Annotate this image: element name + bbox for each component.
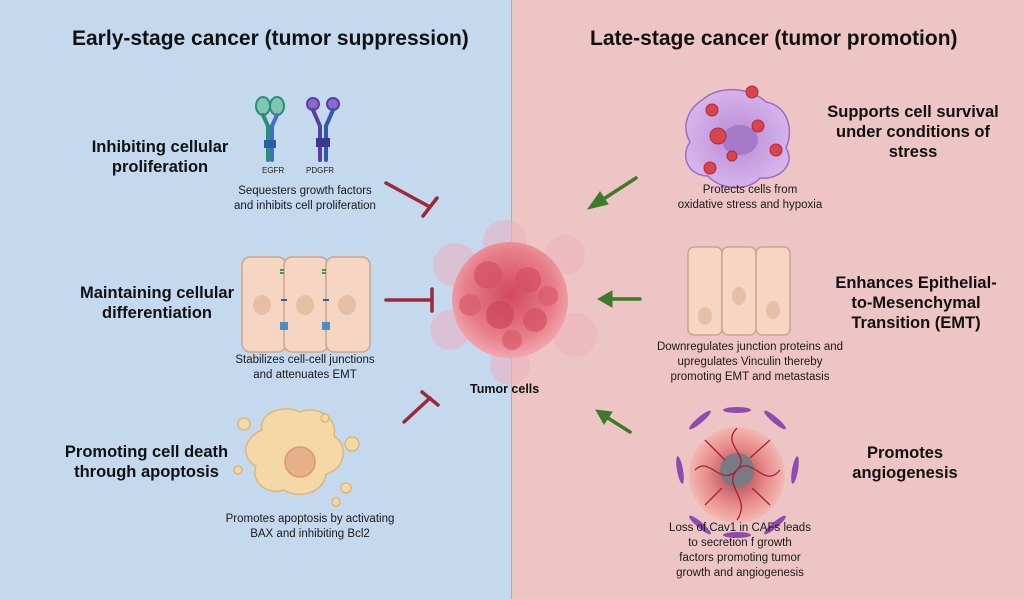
inhibition-arrows <box>384 181 440 424</box>
stressed-cell-icon <box>685 85 791 189</box>
left-panel-title: Early-stage cancer (tumor suppression) <box>72 27 469 50</box>
caption-sequesters-growth-factors: Sequesters growth factors and inhibits c… <box>234 185 376 212</box>
inhibition-arrow-differentiation <box>384 287 434 313</box>
egfr-receptor-icon <box>255 96 285 162</box>
epithelial-cells-icon <box>241 256 371 353</box>
heading-inhibiting-proliferation: Inhibiting cellular proliferation <box>91 138 229 176</box>
heading-promotes-angiogenesis: Promotes angiogenesis <box>852 444 958 482</box>
pdgfr-receptor-icon <box>306 97 340 162</box>
promotion-arrows <box>586 176 642 434</box>
heading-supports-survival: Supports cell survival under conditions … <box>827 103 999 161</box>
promotion-arrow-survival <box>586 176 638 210</box>
inhibition-arrow-apoptosis <box>402 390 440 424</box>
fibroblast-icons <box>676 407 799 538</box>
heading-maintaining-differentiation: Maintaining cellular differentiation <box>79 284 235 322</box>
angiogenesis-icon <box>676 407 799 538</box>
pdgfr-label: PDGFR <box>306 166 334 175</box>
receptor-icons <box>255 96 340 162</box>
heading-enhances-emt: Enhances Epithelial- to-Mesenchymal Tran… <box>835 274 997 332</box>
emt-cells-icon <box>687 246 791 336</box>
egfr-label: EGFR <box>262 166 285 175</box>
caption-promotes-apoptosis: Promotes apoptosis by activating BAX and… <box>225 513 395 540</box>
inhibition-arrow-proliferation <box>384 181 439 218</box>
apoptotic-cell-icon <box>233 408 360 507</box>
promotion-arrow-emt <box>596 290 642 308</box>
caption-stabilizes-junctions: Stabilizes cell-cell junctions and atten… <box>235 354 375 381</box>
heading-promoting-apoptosis: Promoting cell death through apoptosis <box>64 443 229 481</box>
tumor-cells-label: Tumor cells <box>470 382 540 396</box>
right-panel-title: Late-stage cancer (tumor promotion) <box>590 27 958 50</box>
caption-loss-of-cav1: Loss of Cav1 in CAFs leads to secretion … <box>669 522 811 579</box>
promotion-arrow-angiogenesis <box>595 409 632 434</box>
tumor-cluster-icon <box>430 220 597 385</box>
caption-protects-cells: Protects cells from oxidative stress and… <box>677 184 823 211</box>
caption-downregulates-junctions: Downregulates junction proteins and upre… <box>656 341 844 383</box>
ros-icons <box>703 85 783 175</box>
